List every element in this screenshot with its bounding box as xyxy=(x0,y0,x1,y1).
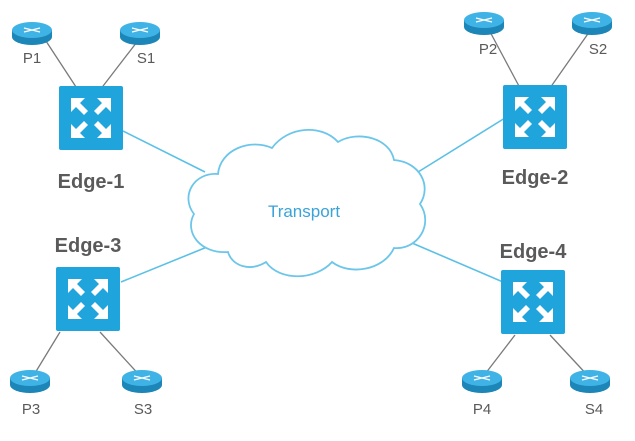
router-p4[interactable]: P4 xyxy=(461,369,503,418)
router-label: P4 xyxy=(473,401,491,418)
router-label: P3 xyxy=(22,401,40,418)
router-s3[interactable]: S3 xyxy=(121,369,163,418)
links xyxy=(120,117,506,283)
router-label: P1 xyxy=(23,50,41,67)
router-icon xyxy=(463,11,505,36)
router-s1[interactable]: S1 xyxy=(119,21,161,67)
router-icon xyxy=(121,369,163,394)
link-edge4-transport xyxy=(404,239,504,283)
edge-3-node[interactable]: Edge-3 xyxy=(55,235,122,331)
switch-icon xyxy=(503,85,567,149)
router-p1[interactable]: P1 xyxy=(11,21,53,67)
router-p3[interactable]: P3 xyxy=(9,369,51,418)
edge-label: Edge-1 xyxy=(58,171,125,193)
router-icon xyxy=(569,369,611,394)
router-s2[interactable]: S2 xyxy=(571,11,613,58)
router-label: S3 xyxy=(134,401,152,418)
router-p2[interactable]: P2 xyxy=(463,11,505,58)
router-label: S4 xyxy=(585,401,603,418)
router-label: S2 xyxy=(589,41,607,58)
router-icon xyxy=(9,369,51,394)
edge-4-node[interactable]: Edge-4 xyxy=(500,241,568,334)
cloud-label: Transport xyxy=(268,202,340,221)
switch-icon xyxy=(56,267,120,331)
edge-label: Edge-2 xyxy=(502,167,569,189)
router-icon xyxy=(571,11,613,36)
link-edge3-transport xyxy=(120,244,213,283)
router-s4[interactable]: S4 xyxy=(569,369,611,418)
router-label: S1 xyxy=(137,50,155,67)
router-icon xyxy=(119,21,161,46)
edge-label: Edge-3 xyxy=(55,235,122,257)
transport-cloud: Transport xyxy=(187,129,427,278)
switch-icon xyxy=(59,86,123,150)
switch-icon xyxy=(501,270,565,334)
link-edge2-transport xyxy=(409,117,506,178)
router-label: P2 xyxy=(479,41,497,58)
router-icon xyxy=(461,369,503,394)
edge-2-node[interactable]: Edge-2 xyxy=(502,85,569,189)
edge-1-node[interactable]: Edge-1 xyxy=(58,86,125,193)
link-edge1-transport xyxy=(122,130,206,173)
edge-label: Edge-4 xyxy=(500,241,568,263)
router-icon xyxy=(11,21,53,46)
